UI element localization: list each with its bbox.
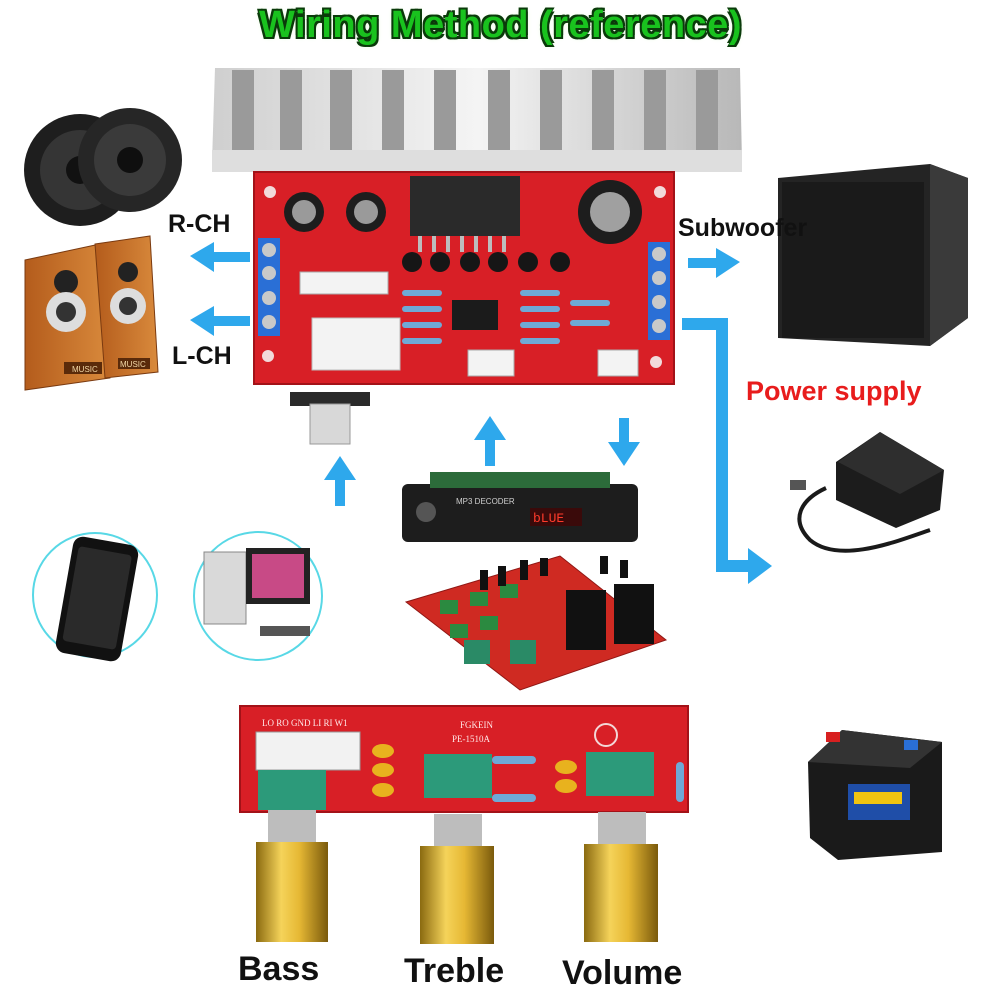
speaker-badge: MUSIC (72, 365, 98, 374)
speaker-drivers (24, 108, 182, 226)
subwoofer-label: Subwoofer (678, 214, 808, 242)
preamp-board (404, 555, 668, 691)
tone-control-board (239, 705, 689, 813)
tone-board-brand: FGKEIN (460, 720, 493, 730)
volume-knob (584, 812, 658, 942)
volume-label: Volume (562, 954, 683, 992)
phone-source (32, 532, 158, 662)
diagram-title: Wiring Method (reference) (259, 4, 742, 46)
arrows (190, 242, 772, 584)
treble-knob (420, 814, 494, 944)
power-supply-label: Power supply (746, 376, 922, 406)
right-channel-label: R-CH (168, 210, 231, 238)
mp3-decoder-module (402, 472, 638, 542)
left-channel-label: L-CH (172, 342, 232, 370)
tone-board-model: PE-1510A (452, 734, 491, 744)
treble-label: Treble (404, 952, 505, 990)
pc-source (193, 531, 323, 661)
wooden-speakers (24, 235, 159, 391)
bass-knob (256, 810, 328, 942)
mp3-display: bLUE (533, 511, 564, 526)
mp3-header: MP3 DECODER (456, 497, 515, 506)
car-battery (808, 730, 942, 860)
speaker-badge-2: MUSIC (120, 360, 146, 369)
bass-label: Bass (238, 950, 320, 988)
amplifier-board (253, 171, 675, 445)
subwoofer-box (778, 164, 968, 346)
power-adapter (790, 432, 944, 553)
tone-board-pins: LO RO GND LI RI W1 (262, 718, 348, 728)
heatsink (212, 68, 742, 172)
